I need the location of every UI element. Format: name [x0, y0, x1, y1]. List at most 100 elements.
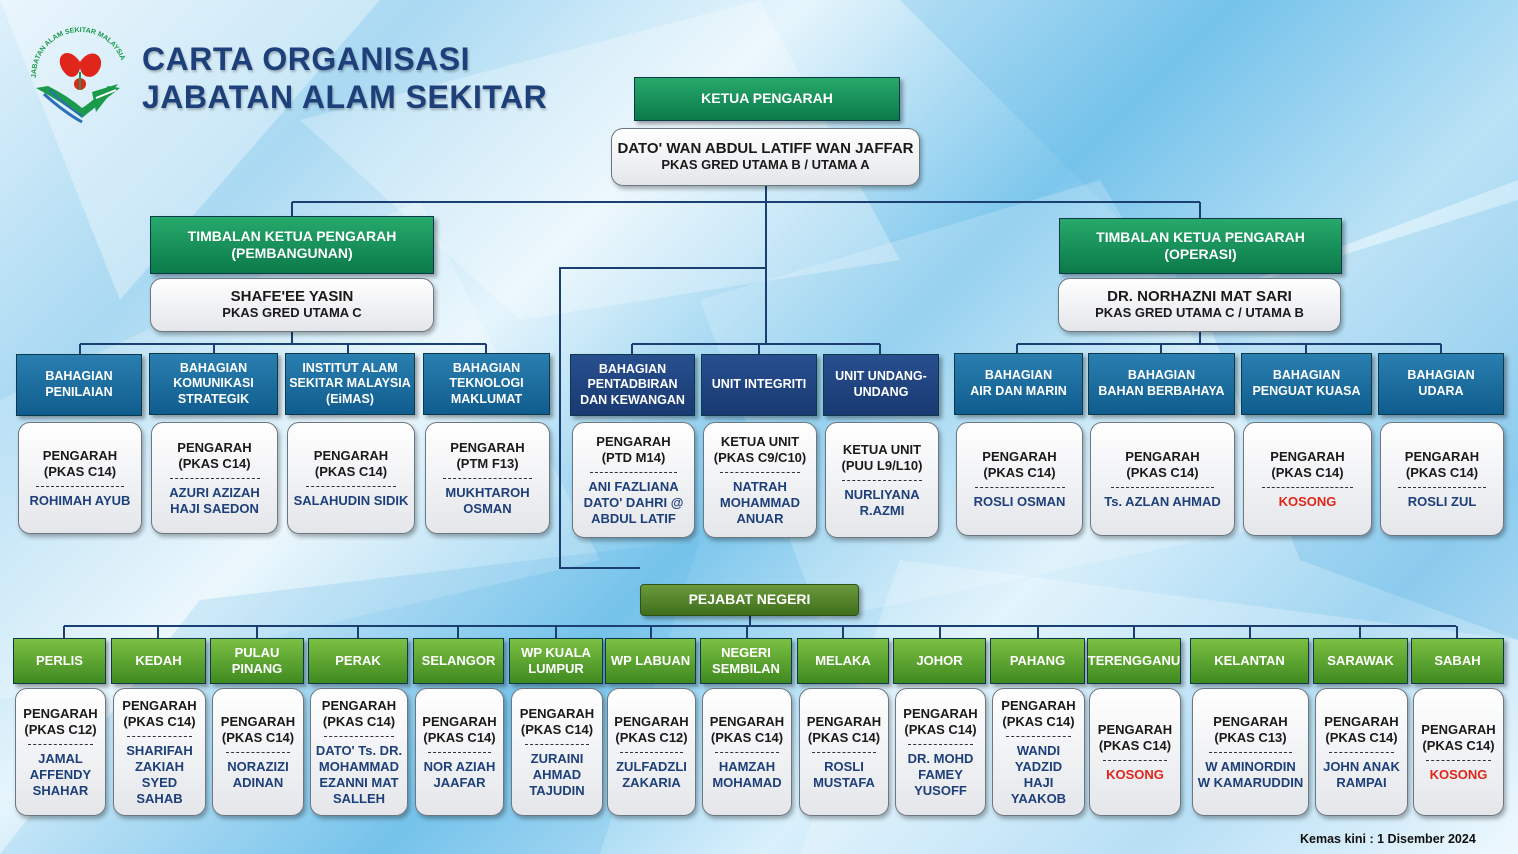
wp-kuala-lumpur-role: PENGARAH(PKAS C14) [520, 706, 594, 738]
tkp-operasi-box: DR. NORHAZNI MAT SARI PKAS GRED UTAMA C … [1058, 278, 1341, 332]
kelantan-header: KELANTAN [1190, 638, 1309, 684]
pulau-pinang-name-line: ADINAN [232, 774, 284, 790]
kedah-role: PENGARAH(PKAS C14) [122, 698, 196, 730]
bahagian-penilaian-name-line: ROHIMAH AYUB [29, 492, 131, 508]
bahagian-udara-role: PENGARAH(PKAS C14) [1405, 449, 1479, 481]
melaka-name-line: MUSTAFA [813, 774, 875, 790]
kelantan-separator [1209, 751, 1292, 753]
kelantan-name-line: W KAMARUDDIN [1197, 774, 1304, 790]
wp-labuan-role: PENGARAH(PKAS C12) [614, 714, 688, 746]
wp-labuan-name-line: ZAKARIA [622, 774, 681, 790]
bahagian-penguat-kuasa-title-line: PENGUAT KUASA [1252, 384, 1361, 398]
bahagian-udara-title-line: UDARA [1418, 384, 1464, 398]
unit-undang-undang-role: KETUA UNIT(PUU L9/L10) [842, 442, 923, 474]
pulau-pinang-separator [225, 751, 291, 753]
sarawak-header: SARAWAK [1313, 638, 1408, 684]
bahagian-teknologi-maklumat-title-line: MAKLUMAT [450, 391, 523, 406]
wp-kuala-lumpur-title-line: WP KUALA [521, 644, 591, 660]
bahagian-komunikasi-strategik-title-line: BAHAGIAN [179, 360, 248, 375]
kedah-title-line: KEDAH [135, 652, 182, 668]
bahagian-pentadbiran-dan-kewangan-role-line: PENGARAH [596, 433, 671, 449]
bahagian-pentadbiran-dan-kewangan-separator [589, 471, 678, 473]
wp-kuala-lumpur-name-line: TAJUDIN [529, 782, 585, 798]
bahagian-teknologi-maklumat-role-line: PENGARAH [450, 439, 525, 455]
terengganu-title-line: TERENGGANU [1087, 652, 1181, 668]
institut-alam-sekitar-malaysia-eimas-title-line: SEKITAR MALAYSIA [289, 376, 411, 391]
pahang-name-line: HAJI [1023, 774, 1054, 790]
bahagian-udara-title-line: BAHAGIAN [1407, 368, 1475, 383]
bahagian-teknologi-maklumat-title-line: TEKNOLOGI [449, 376, 524, 391]
melaka-role: PENGARAH(PKAS C14) [807, 714, 881, 746]
tkp-pembangunan-name: SHAFE'EE YASIN [230, 288, 354, 305]
perak-title-line: PERAK [335, 652, 381, 668]
bahagian-penilaian-separator [36, 485, 124, 487]
bahagian-bahan-berbahaya-title-line: BAHAGIAN [1127, 368, 1196, 383]
jas-logo-icon: JABATAN ALAM SEKITAR MALAYSIA [22, 22, 134, 126]
sabah-title-line: SABAH [1434, 652, 1481, 668]
negeri-sembilan-title-line: NEGERI [721, 644, 771, 660]
page-title: CARTA ORGANISASI JABATAN ALAM SEKITAR [142, 40, 547, 116]
bahagian-teknologi-maklumat-separator [443, 477, 532, 479]
bahagian-pentadbiran-dan-kewangan-name-line: DATO' DAHRI @ [583, 494, 684, 510]
title-line-1: CARTA ORGANISASI [142, 41, 470, 77]
institut-alam-sekitar-malaysia-eimas-separator [305, 485, 397, 487]
pulau-pinang-name-line: NORAZIZI [227, 758, 289, 774]
perak-role: PENGARAH(PKAS C14) [322, 698, 396, 730]
bahagian-komunikasi-strategik-title-line: KOMUNIKASI [173, 376, 254, 391]
selangor-role-line: PENGARAH [422, 713, 497, 729]
unit-integriti-role-line: KETUA UNIT [720, 433, 800, 449]
institut-alam-sekitar-malaysia-eimas-officer-name: SALAHUDIN SIDIK [294, 493, 409, 509]
bahagian-penilaian-officer-name: ROHIMAH AYUB [30, 493, 131, 509]
wp-labuan-separator [620, 751, 683, 753]
kedah-role-line: (PKAS C14) [123, 713, 196, 729]
pulau-pinang-role: PENGARAH(PKAS C14) [221, 714, 295, 746]
bahagian-pentadbiran-dan-kewangan-title-line: PENTADBIRAN [587, 377, 678, 392]
sabah-role-line: (PKAS C14) [1422, 737, 1495, 753]
bahagian-bahan-berbahaya-name-line: Ts. AZLAN AHMAD [1104, 493, 1221, 509]
wp-kuala-lumpur-name-line: ZURAINI [530, 750, 584, 766]
sarawak-name-line: RAMPAI [1336, 774, 1387, 790]
bahagian-pentadbiran-dan-kewangan-name-line: ANI FAZLIANA [588, 478, 679, 494]
sarawak-separator [1328, 751, 1395, 753]
bahagian-penilaian-role-line: PENGARAH [42, 447, 118, 463]
tkp-pembangunan-box: SHAFE'EE YASIN PKAS GRED UTAMA C [150, 278, 434, 332]
bahagian-penguat-kuasa-role: PENGARAH(PKAS C14) [1270, 449, 1344, 481]
perlis-role-line: (PKAS C12) [24, 721, 97, 737]
pejabat-negeri-title: PEJABAT NEGERI [688, 591, 811, 608]
kedah-name-line: SAHAB [136, 790, 183, 806]
unit-integriti-header: UNIT INTEGRITI [701, 354, 817, 416]
bahagian-air-dan-marin-name-line: ROSLI OSMAN [973, 493, 1066, 509]
selangor-name-line: JAAFAR [433, 774, 486, 790]
last-updated: Kemas kini : 1 Disember 2024 [1300, 832, 1476, 846]
negeri-sembilan-role-line: (PKAS C14) [710, 729, 784, 745]
terengganu-role-line: (PKAS C14) [1098, 737, 1172, 753]
bahagian-air-dan-marin-role-line: (PKAS C14) [983, 464, 1056, 480]
bahagian-udara-separator [1398, 486, 1486, 488]
bahagian-penilaian-role-line: (PKAS C14) [43, 463, 117, 479]
johor-role-line: (PKAS C14) [904, 721, 977, 737]
perlis-title-line: PERLIS [36, 652, 83, 668]
sabah-header: SABAH [1411, 638, 1504, 684]
negeri-sembilan-title-line: SEMBILAN [712, 661, 780, 676]
terengganu-header: TERENGGANU [1087, 638, 1181, 684]
bahagian-teknologi-maklumat-role: PENGARAH(PTM F13) [450, 440, 524, 472]
wp-kuala-lumpur-title-line: LUMPUR [528, 661, 584, 676]
perak-name-line: DATO' Ts. DR. [315, 742, 403, 758]
pahang-name-line: WANDI [1016, 742, 1061, 758]
bahagian-penguat-kuasa-title-line: BAHAGIAN [1272, 368, 1341, 383]
melaka-role-line: (PKAS C14) [807, 729, 881, 745]
